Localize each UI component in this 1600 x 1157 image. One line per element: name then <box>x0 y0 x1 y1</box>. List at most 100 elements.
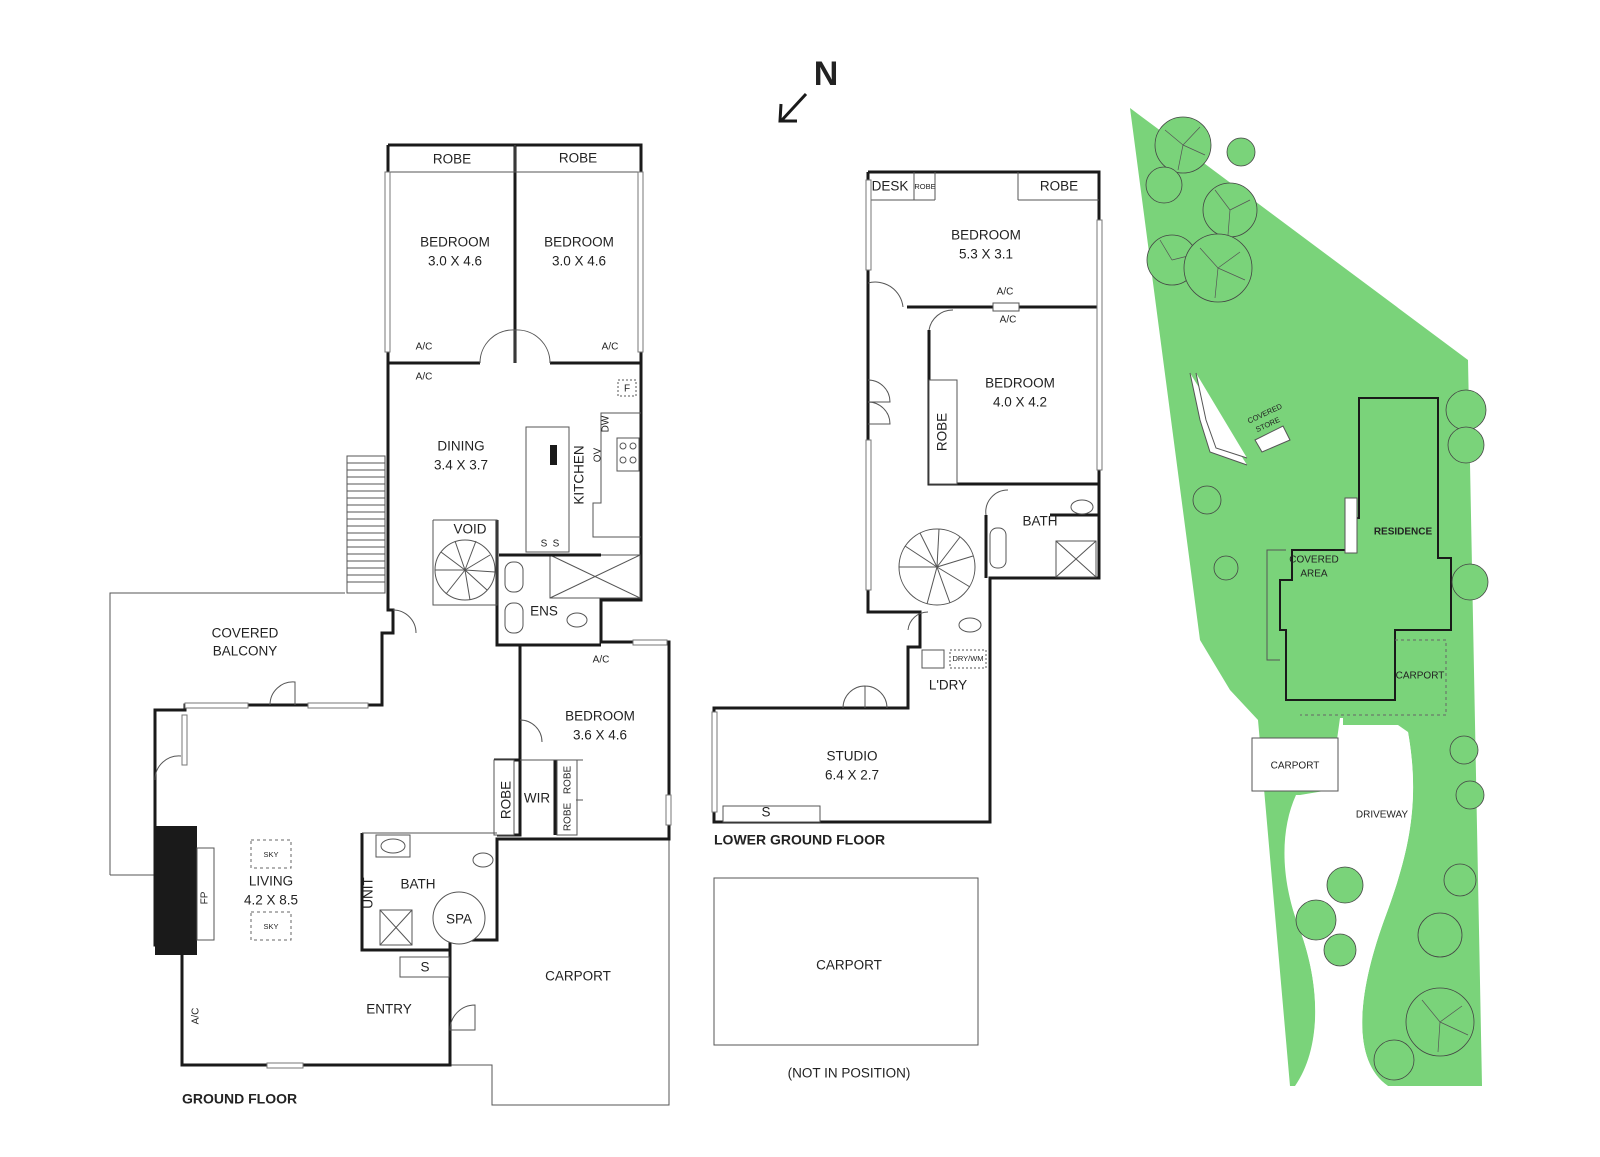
bath-label: BATH <box>400 877 435 892</box>
robe-label: ROBE <box>563 766 574 795</box>
tree-icon <box>1213 555 1239 581</box>
tree-icon <box>1183 233 1253 303</box>
fridge-label: F <box>624 384 630 395</box>
ac-label: A/C <box>416 372 433 383</box>
external-stairs <box>346 455 386 594</box>
living-size: 4.2 X 8.5 <box>244 893 298 908</box>
tree-icon <box>1295 899 1337 941</box>
living-name: LIVING <box>249 874 293 889</box>
ground-floor-title: GROUND FLOOR <box>182 1091 297 1107</box>
tree-icon <box>1443 863 1477 897</box>
tree-icon <box>1447 426 1485 464</box>
entry-label: ENTRY <box>366 1002 412 1017</box>
ac-label: A/C <box>602 342 619 353</box>
skylight-label: SKY <box>263 922 278 931</box>
dishwasher-label: DW <box>601 415 612 432</box>
tree-icon <box>1145 166 1183 204</box>
balcony-outline <box>109 592 345 875</box>
tree-icon <box>1326 866 1364 904</box>
balcony-label: BALCONY <box>213 644 278 659</box>
bedroom-size: 5.3 X 3.1 <box>959 247 1013 262</box>
robe-label: ROBE <box>433 152 471 167</box>
tree-icon <box>1405 987 1475 1057</box>
tree-icon <box>1455 780 1485 810</box>
tree-icon <box>1451 563 1489 601</box>
tree-icon <box>1373 1039 1415 1081</box>
bedroom-size: 3.0 X 4.6 <box>428 254 482 269</box>
driveway-label: DRIVEWAY <box>1356 810 1409 821</box>
tree-icon <box>1417 912 1463 958</box>
bedroom-name: BEDROOM <box>985 376 1055 391</box>
dry-wm-label: DRY/WM <box>952 654 983 663</box>
not-in-position-note: (NOT IN POSITION) <box>788 1066 911 1081</box>
lower-ground-floor-plan <box>711 170 1103 824</box>
laundry-label: L'DRY <box>929 678 967 693</box>
bath-label: BATH <box>1022 514 1057 529</box>
lower-ground-floor-labels: DESK ROBE ROBE BEDROOM 5.3 X 3.1 A/C A/C… <box>714 179 1078 848</box>
ground-floor-plan <box>109 143 672 1106</box>
carport-label: CARPORT <box>1271 761 1320 772</box>
garden <box>1130 108 1482 1086</box>
site-carport-box <box>1251 737 1339 792</box>
detached-carport: CARPORT (NOT IN POSITION) <box>713 877 979 1081</box>
bedroom-name: BEDROOM <box>565 709 635 724</box>
bedroom-name: BEDROOM <box>420 235 490 250</box>
tree-icon <box>1323 933 1357 967</box>
ac-label: A/C <box>593 655 610 666</box>
site-plan <box>1130 108 1489 1086</box>
carport-label: CARPORT <box>1396 671 1445 682</box>
spiral-stair <box>898 528 976 606</box>
covered-area-label: AREA <box>1300 569 1328 580</box>
compass: N <box>778 55 839 123</box>
desk-label: DESK <box>872 179 909 194</box>
studio-name: STUDIO <box>826 749 877 764</box>
tree-icon <box>1192 485 1222 515</box>
robe-label: ROBE <box>559 151 597 166</box>
wir-label: WIR <box>524 791 550 806</box>
ground-floor-walls <box>153 143 671 1067</box>
robe-label: ROBE <box>499 781 514 819</box>
bedroom-size: 3.0 X 4.6 <box>552 254 606 269</box>
sink-label: S <box>541 539 548 550</box>
dining-size: 3.4 X 3.7 <box>434 458 488 473</box>
void-label: VOID <box>453 522 486 537</box>
spiral-stair <box>434 539 496 601</box>
lower-ground-floor-title: LOWER GROUND FLOOR <box>714 832 885 848</box>
oven-label: OV <box>593 447 604 462</box>
lower-ground-floor-walls <box>712 170 1101 824</box>
sink-label: S <box>553 539 560 550</box>
carport-label: CARPORT <box>816 958 882 973</box>
tree-icon <box>1154 116 1212 174</box>
spa-label: SPA <box>446 912 472 927</box>
bedroom-size: 3.6 X 4.6 <box>573 728 627 743</box>
unit-label: UNIT <box>361 877 376 909</box>
robe-label: ROBE <box>935 413 950 451</box>
north-arrow-icon <box>778 92 808 123</box>
tree-icon <box>1449 735 1479 765</box>
tree-icon <box>1202 182 1258 238</box>
sink-label: S <box>420 960 429 975</box>
studio-size: 6.4 X 2.7 <box>825 768 879 783</box>
robe-label: ROBE <box>914 182 935 191</box>
kitchen-bench <box>525 426 570 553</box>
robe-label: ROBE <box>1040 179 1078 194</box>
dining-name: DINING <box>437 439 484 454</box>
carport-label: CARPORT <box>545 969 611 984</box>
fireplace <box>155 826 197 955</box>
kitchen-label: KITCHEN <box>572 445 587 504</box>
balcony-label: COVERED <box>212 626 279 641</box>
north-label: N <box>814 55 839 93</box>
covered-area-label: COVERED <box>1289 555 1338 566</box>
ac-label: A/C <box>416 342 433 353</box>
ens-label: ENS <box>530 604 558 619</box>
bedroom-size: 4.0 X 4.2 <box>993 395 1047 410</box>
tree-icon <box>1226 137 1256 167</box>
sink-label: S <box>761 805 770 820</box>
tree-icon <box>1445 389 1487 431</box>
residence-label: RESIDENCE <box>1374 527 1433 538</box>
spa-tub <box>432 891 486 945</box>
ac-label: A/C <box>191 1008 202 1025</box>
ac-label: A/C <box>997 287 1014 298</box>
skylight-label: SKY <box>263 850 278 859</box>
